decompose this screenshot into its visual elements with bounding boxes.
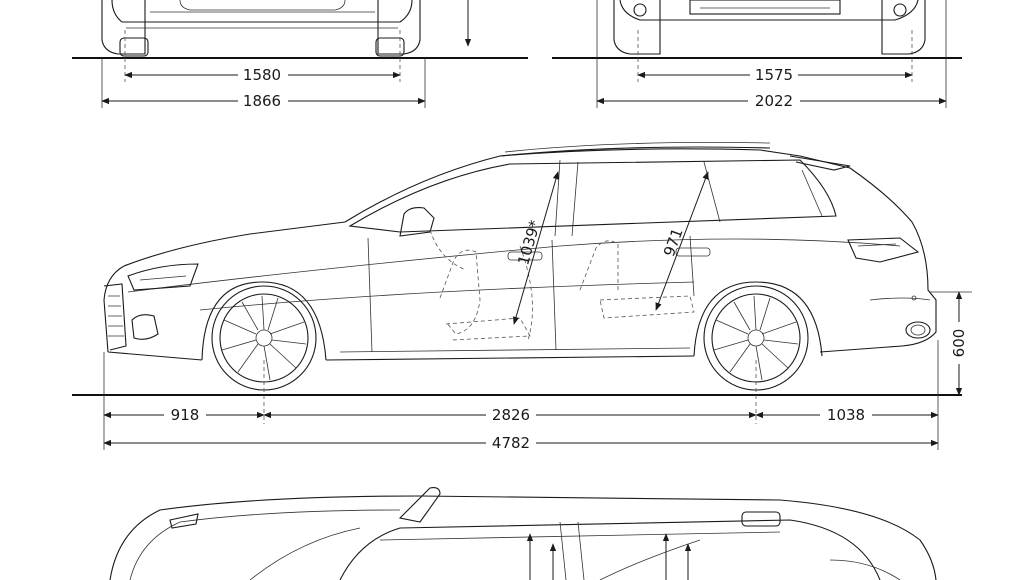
side-interior-seats: [429, 229, 695, 341]
overall-length-label: 4782: [492, 434, 530, 452]
rear-car-outline: [613, 0, 926, 55]
front-overhang-dimension: 918: [103, 406, 265, 424]
rear-view: 1575 2022: [552, 0, 962, 110]
rear-track-dimension: 1575: [637, 66, 913, 84]
front-car-outline: [101, 0, 421, 57]
top-car-outline: [109, 487, 937, 580]
wheelbase-label: 2826: [492, 406, 530, 424]
top-view: [109, 487, 937, 580]
rear-headroom-dimension: 971: [655, 171, 709, 311]
front-track-dimension: 1580: [124, 66, 401, 84]
loading-sill-dimension: 600: [930, 291, 972, 396]
side-view: 1039* 971 600 918 2826: [72, 142, 972, 452]
rear-width-label: 2022: [755, 92, 793, 110]
rear-width-dimension: 2022: [596, 92, 947, 110]
rear-headroom-label: 971: [660, 226, 687, 259]
front-headroom-dimension: 1039*: [512, 171, 560, 325]
front-width-dimension: 1866: [101, 92, 426, 110]
front-width-label: 1866: [243, 92, 281, 110]
loading-sill-label: 600: [950, 329, 968, 358]
rear-overhang-label: 1038: [827, 406, 865, 424]
overall-length-dimension: 4782: [103, 434, 939, 452]
top-view-arrows: [526, 533, 692, 580]
rear-overhang-dimension: 1038: [755, 406, 939, 424]
front-view: 1580 1866: [72, 0, 528, 110]
rear-track-label: 1575: [755, 66, 793, 84]
wheelbase-dimension: 2826: [263, 406, 757, 424]
front-track-label: 1580: [243, 66, 281, 84]
front-overhang-label: 918: [171, 406, 200, 424]
